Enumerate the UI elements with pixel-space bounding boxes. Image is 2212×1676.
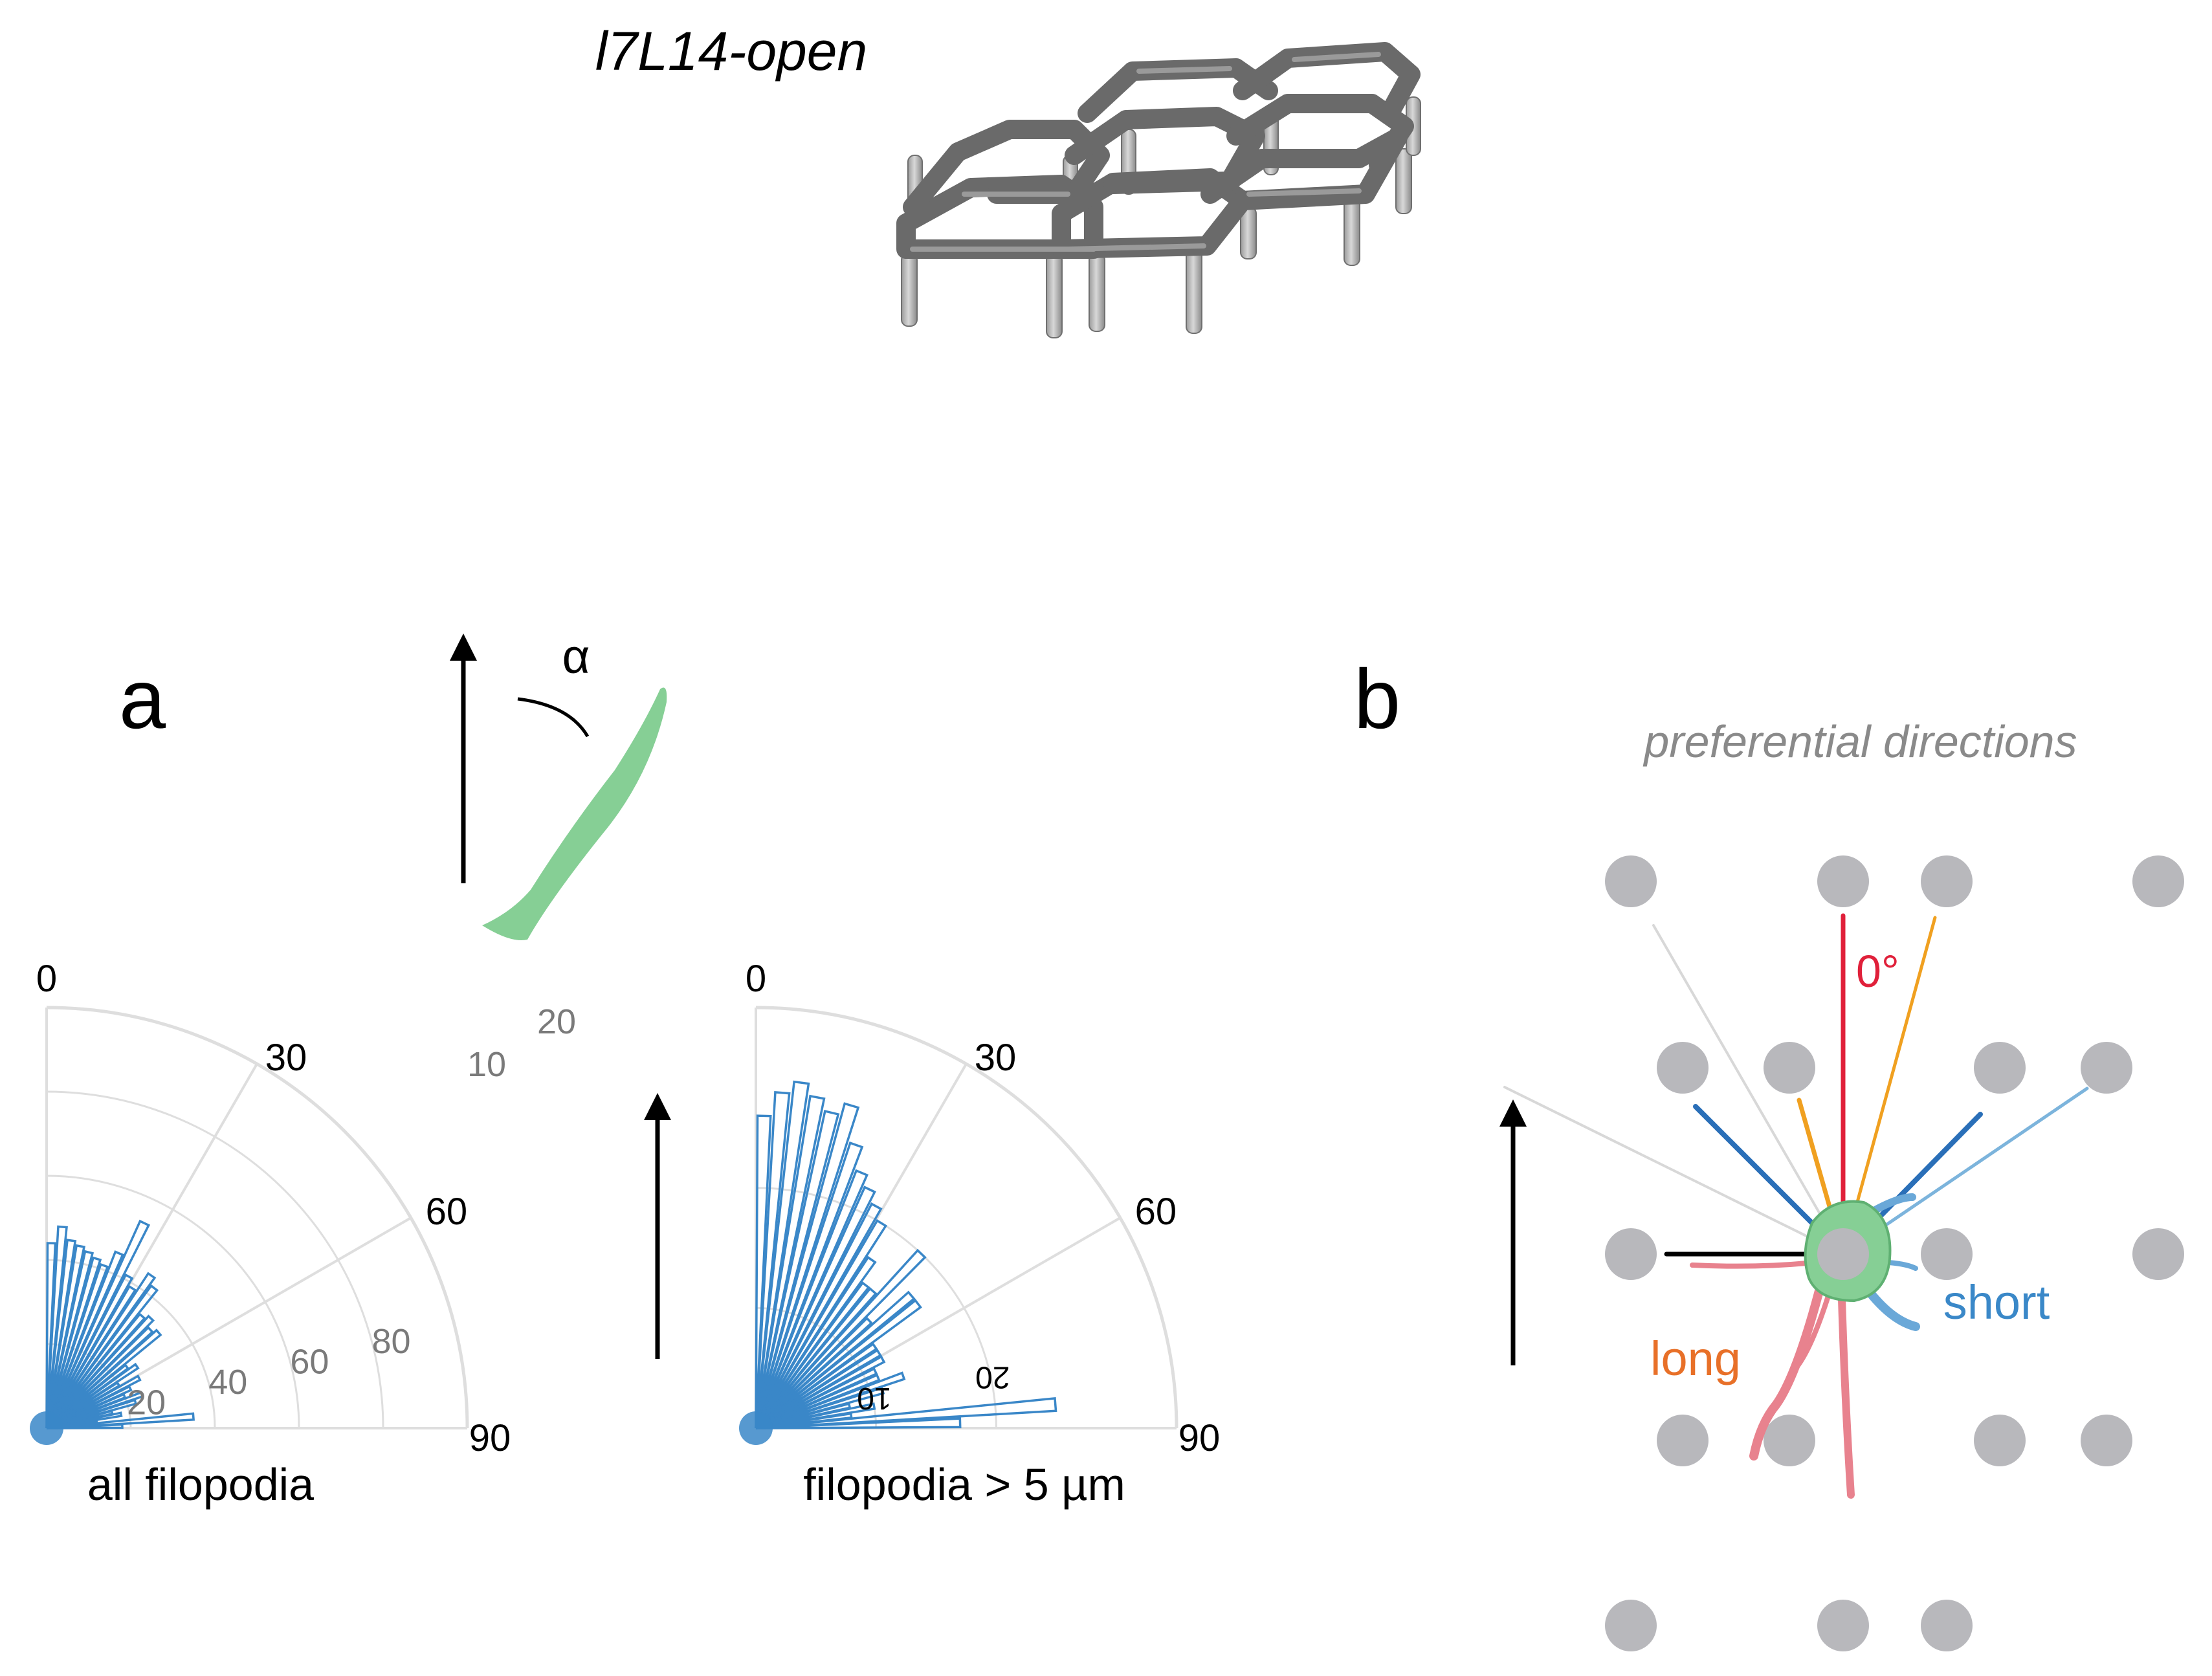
cell-illustration xyxy=(1690,1193,1920,1499)
polar-ring xyxy=(46,1259,216,1429)
histogram-bar xyxy=(755,1102,860,1429)
filopodium-shape xyxy=(482,687,667,941)
pillar-dot xyxy=(1921,1228,1973,1280)
direction-lines xyxy=(1503,913,2089,1257)
pillar-dot xyxy=(2132,1228,2184,1280)
structure-title: l7L14-open xyxy=(595,21,867,82)
caption-all-filopodia: all filopodia xyxy=(87,1459,314,1510)
radial-tick-label: 20 xyxy=(127,1384,166,1422)
pillar-dot xyxy=(1764,1042,1815,1094)
angle-tick-label: 0 xyxy=(746,958,766,1000)
pillar-dot xyxy=(1974,1415,2026,1466)
polar-outer-arc xyxy=(755,1006,1178,1429)
pillar-dot-center xyxy=(1817,1228,1869,1280)
lattice-structure-illustration xyxy=(896,42,1421,338)
pillar-dot xyxy=(1921,1600,1973,1651)
angle-arc xyxy=(517,697,590,738)
pillar-dot xyxy=(1817,855,1869,907)
histogram-bar xyxy=(755,1248,927,1429)
pillar-dot xyxy=(1764,1415,1815,1466)
direction-line-gray xyxy=(1503,1086,1844,1255)
pillar-grid xyxy=(1605,855,2184,1651)
histogram-bar xyxy=(755,1218,888,1429)
label-short: short xyxy=(1943,1275,2050,1329)
radial-tick-label: 60 xyxy=(290,1343,329,1382)
extra-tick-label: 10 xyxy=(467,1045,506,1084)
angle-tick-label: 90 xyxy=(469,1417,511,1459)
pillar-dot xyxy=(1657,1415,1709,1466)
pillar-dot xyxy=(1817,1600,1869,1651)
polar-ring xyxy=(46,1090,384,1429)
pillar-dot xyxy=(2132,855,2184,907)
histogram-bar xyxy=(755,1090,791,1429)
histogram-bar xyxy=(755,1114,772,1429)
radial-tick-label: 80 xyxy=(372,1322,411,1361)
polar-histogram-long: 0 30 60 90 10 20 xyxy=(739,958,1220,1459)
angle-tick-label: 30 xyxy=(975,1037,1017,1079)
radial-tick-label-flipped: 20 xyxy=(975,1360,1010,1395)
histogram-bar xyxy=(755,1094,826,1429)
histogram-bar xyxy=(755,1141,864,1429)
pillar-dot xyxy=(1657,1042,1709,1094)
histogram-bar xyxy=(755,1080,810,1429)
pillar-dot xyxy=(1974,1042,2026,1094)
label-zero-degree: 0° xyxy=(1856,946,1899,997)
histogram-bar xyxy=(755,1202,883,1429)
angle-tick-label: 60 xyxy=(426,1191,468,1233)
histogram-bar xyxy=(45,1219,151,1429)
preferential-directions-title: preferential directions xyxy=(1642,716,2077,767)
histogram-bar xyxy=(755,1417,962,1429)
polar-origin xyxy=(739,1411,773,1445)
pillar-dot xyxy=(2081,1042,2132,1094)
angle-tick-label: 30 xyxy=(265,1037,307,1079)
pillar-dot xyxy=(1605,1600,1657,1651)
polar-ring xyxy=(755,1187,997,1429)
polar-outer-arc xyxy=(46,1006,469,1429)
angle-tick-label: 0 xyxy=(36,958,57,1000)
direction-line-orange xyxy=(1841,916,1937,1256)
histogram-bar xyxy=(755,1109,840,1429)
polar-origin xyxy=(30,1411,63,1445)
alpha-symbol: α xyxy=(562,630,590,683)
panel-b-letter: b xyxy=(1354,652,1400,746)
caption-long-filopodia: filopodia > 5 µm xyxy=(803,1459,1125,1510)
pillar-dot xyxy=(2081,1415,2132,1466)
angle-tick-label: 90 xyxy=(1178,1417,1221,1459)
histogram-bar xyxy=(46,1423,124,1429)
pillar-dot xyxy=(1921,855,1973,907)
panel-a-letter: a xyxy=(119,652,166,746)
polar-ring xyxy=(46,1174,300,1429)
histogram-bar xyxy=(755,1169,869,1429)
radial-tick-label: 40 xyxy=(208,1363,247,1402)
pillar-dot xyxy=(1605,855,1657,907)
extra-tick-label: 20 xyxy=(537,1002,576,1041)
label-long: long xyxy=(1650,1332,1741,1385)
histogram-bar xyxy=(755,1396,1057,1429)
histogram-bar xyxy=(755,1185,876,1429)
pillar-dot xyxy=(1605,1228,1657,1280)
angle-tick-label: 60 xyxy=(1135,1191,1177,1233)
polar-histogram-all: 0 30 60 90 20 40 60 80 10 20 xyxy=(30,958,576,1459)
radial-tick-label-flipped: 10 xyxy=(857,1381,891,1415)
direction-line-gray xyxy=(1652,924,1844,1255)
